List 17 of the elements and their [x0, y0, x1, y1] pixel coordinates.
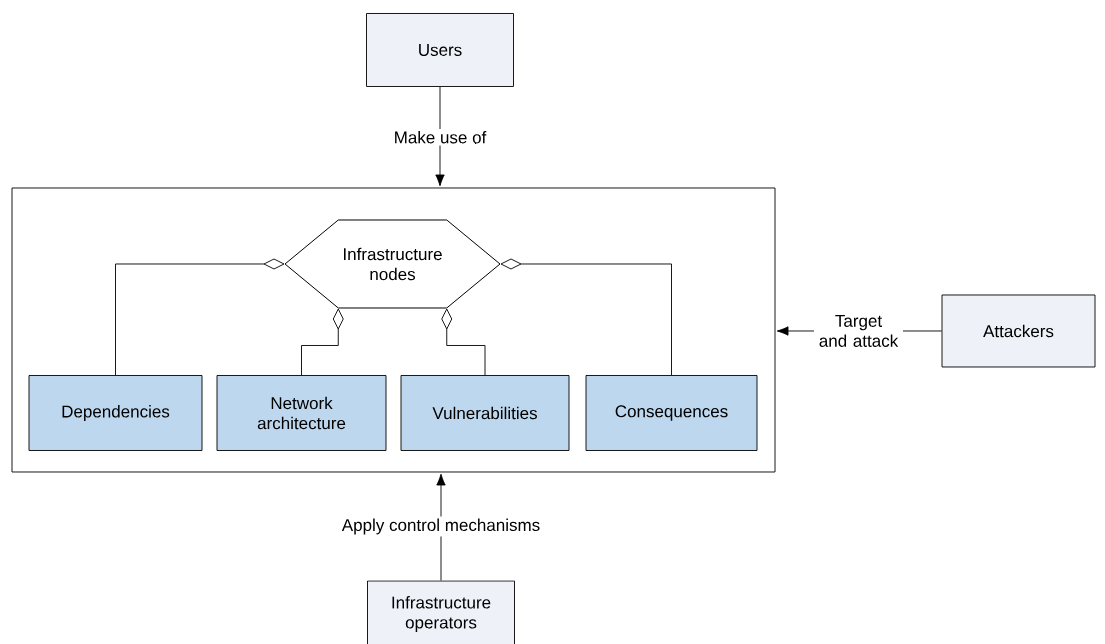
hexagon-node: Infrastructure nodes: [284, 219, 501, 309]
connector: [441, 308, 486, 376]
process-box: Users: [366, 13, 514, 87]
edge-label: Make use of: [391, 129, 489, 146]
connector: [115, 258, 285, 376]
process-box: Dependencies: [28, 375, 203, 451]
connector: [436, 473, 446, 581]
edge-label: Apply control mechanisms: [339, 516, 543, 537]
process-box: Network architecture: [216, 375, 387, 451]
process-box: Consequences: [585, 375, 758, 451]
process-box: Vulnerabilities: [400, 375, 570, 451]
connector: [500, 258, 672, 376]
connector: [435, 86, 445, 187]
process-box: Attackers: [941, 294, 1096, 368]
process-box: Infrastructure operators: [367, 580, 515, 644]
connector: [301, 308, 344, 376]
edge-label: Target and attack: [814, 313, 903, 349]
